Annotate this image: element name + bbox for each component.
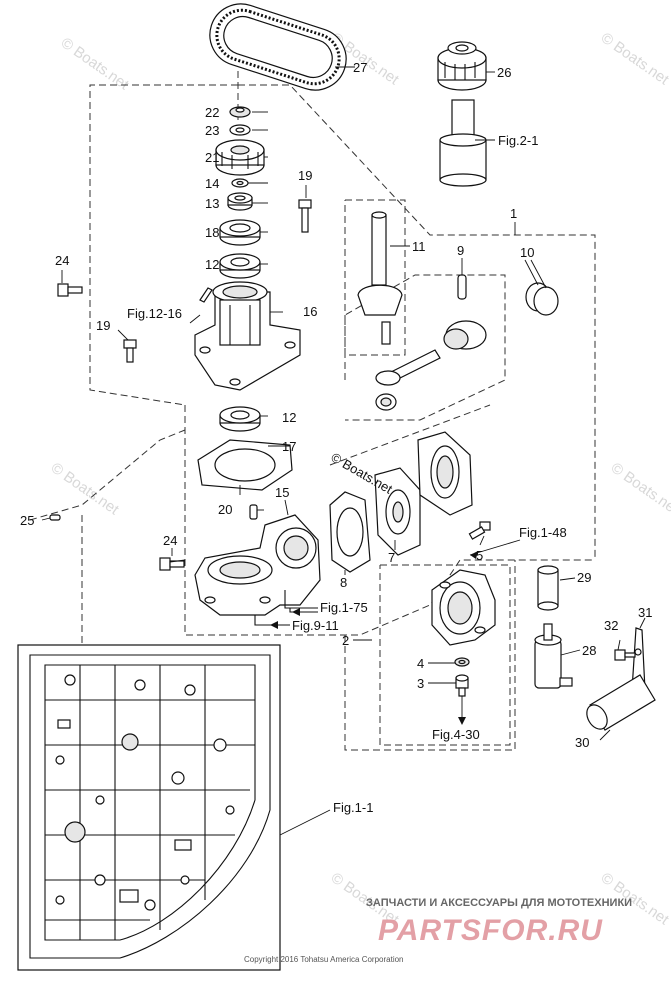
callout-24-upper: 24	[55, 253, 69, 268]
pump-body	[194, 514, 321, 626]
brand-logo: PARTSFOR.RU	[378, 914, 603, 947]
ref-fig-1-1: Fig.1-1	[333, 800, 373, 815]
callout-14: 14	[205, 176, 219, 191]
upper-bearing	[219, 253, 261, 279]
oil-seal	[219, 219, 261, 246]
callout-3: 3	[417, 676, 424, 691]
callout-17: 17	[282, 439, 296, 454]
ref-fig-12-16: Fig.12-16	[127, 306, 182, 321]
timing-belt	[209, 3, 347, 91]
callout-7: 7	[388, 550, 395, 565]
piston-rings	[525, 282, 559, 316]
fuel-hose	[586, 674, 656, 731]
bolt-upper	[298, 199, 312, 233]
figure-references: Fig.2-1 Fig.12-16 Fig.1-48 Fig.1-75 Fig.…	[127, 133, 567, 815]
callout-8: 8	[340, 575, 347, 590]
drive-pulley	[437, 41, 487, 91]
piston-pin	[457, 274, 467, 300]
washer	[229, 124, 251, 136]
dowel-pin	[249, 504, 258, 520]
brand-tagline: ЗАПЧАСТИ И АКСЕССУАРЫ ДЛЯ МОТОТЕХНИКИ	[366, 897, 632, 909]
callout-25: 25	[20, 513, 34, 528]
callout-5: 5	[476, 548, 483, 563]
pump-assembly	[431, 569, 496, 646]
connecting-rod	[375, 349, 441, 411]
fitting-washer	[454, 657, 470, 667]
watermark: © Boats.net	[608, 459, 671, 518]
callout-labels: 27 26 22 23 21 14 13 18 12 19 24 16 19 1…	[20, 60, 652, 750]
callout-27: 27	[353, 60, 367, 75]
lower-bearing	[219, 406, 261, 432]
callout-23: 23	[205, 123, 219, 138]
callout-28: 28	[582, 643, 596, 658]
cam-shaft	[357, 211, 403, 345]
crankshaft-end	[439, 99, 487, 187]
callout-21: 21	[205, 150, 219, 165]
engine-block-inset	[17, 644, 281, 971]
bolt-lower	[123, 339, 137, 363]
callout-31: 31	[638, 605, 652, 620]
callout-2: 2	[342, 633, 349, 648]
hose-fitting	[455, 674, 469, 697]
ref-fig-1-48: Fig.1-48	[519, 525, 567, 540]
arrow-markers	[270, 551, 478, 725]
callout-24-lower: 24	[163, 533, 177, 548]
watermark: © Boats.net	[598, 29, 671, 88]
gear-case	[194, 281, 301, 391]
small-bearing	[227, 192, 253, 211]
callout-15: 15	[275, 485, 289, 500]
small-washer	[231, 178, 249, 188]
callout-13: 13	[205, 196, 219, 211]
callout-12-lower: 12	[282, 410, 296, 425]
piston	[443, 320, 487, 350]
callout-20: 20	[218, 502, 232, 517]
ref-fig-4-30: Fig.4-30	[432, 727, 480, 742]
callout-4: 4	[417, 656, 424, 671]
gasket	[197, 439, 293, 491]
fuel-filter	[534, 623, 573, 689]
watermark: © Boats.net	[48, 459, 123, 518]
callout-19-upper: 19	[298, 168, 312, 183]
pump-plate	[374, 467, 421, 556]
bolt-left-lower	[159, 557, 185, 571]
callout-18: 18	[205, 225, 219, 240]
ref-fig-9-11: Fig.9-11	[292, 618, 339, 633]
nut	[229, 106, 251, 118]
assembly-boundaries	[29, 60, 596, 751]
callout-29: 29	[577, 570, 591, 585]
copyright-text: Copyright 2016 Tohatsu America Corporati…	[244, 955, 404, 964]
callout-9: 9	[457, 243, 464, 258]
rubber-sleeve	[537, 565, 559, 611]
callout-19-lower: 19	[96, 318, 110, 333]
callout-32: 32	[604, 618, 618, 633]
ref-fig-1-75: Fig.1-75	[320, 600, 368, 615]
pump-screw	[468, 521, 491, 540]
driven-gear	[215, 139, 265, 176]
callout-26: 26	[497, 65, 511, 80]
callout-22: 22	[205, 105, 219, 120]
callout-11: 11	[412, 239, 426, 254]
callout-30: 30	[575, 735, 589, 750]
callout-16: 16	[303, 304, 317, 319]
ref-fig-2-1: Fig.2-1	[498, 133, 538, 148]
leader-lines	[41, 66, 646, 836]
cover-gasket	[329, 491, 371, 573]
small-dowel	[49, 514, 61, 521]
pump-cover	[417, 431, 473, 516]
callout-10: 10	[520, 245, 534, 260]
callout-12-upper: 12	[205, 257, 219, 272]
bolt-left-upper	[57, 283, 83, 297]
callout-1: 1	[510, 206, 517, 221]
bracket-bolt	[614, 649, 636, 661]
